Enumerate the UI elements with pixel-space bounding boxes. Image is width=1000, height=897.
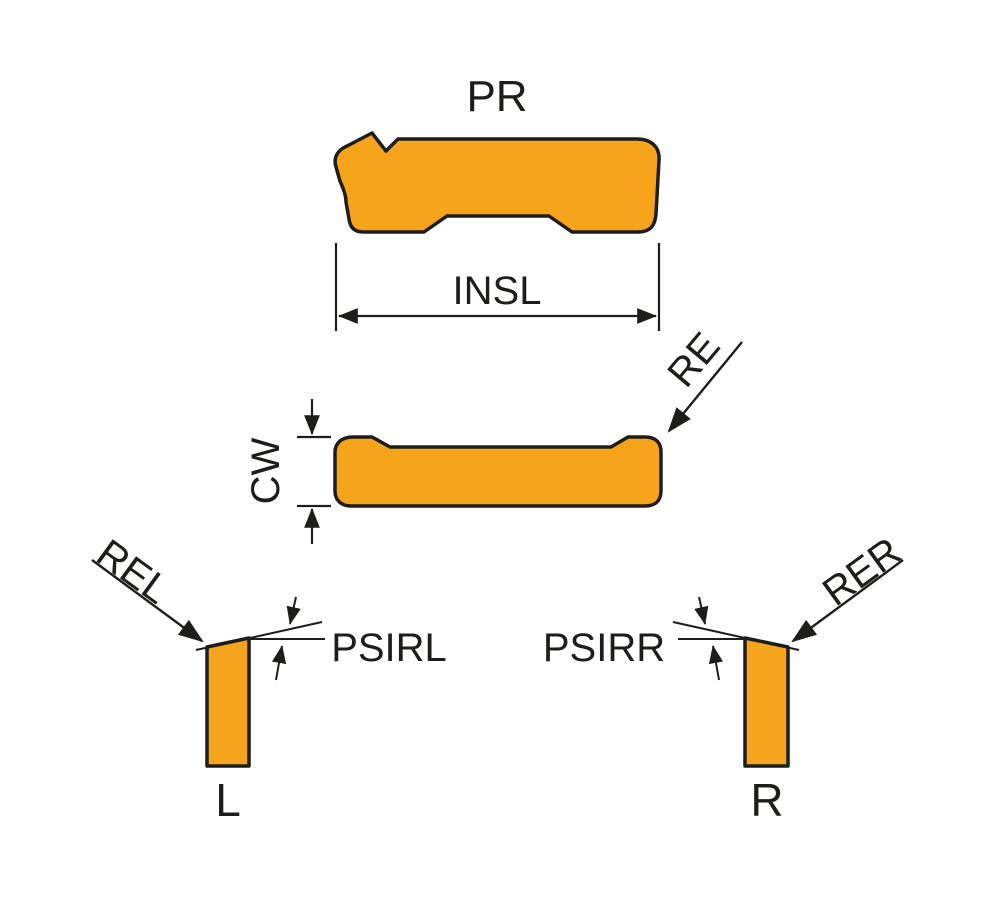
psirl-angle-arrow-bottom <box>271 645 287 681</box>
psirr-edge-extension-line <box>672 621 800 651</box>
insert-front-view-left <box>205 636 251 768</box>
insert-top-view <box>333 131 661 234</box>
label-re: RE <box>659 325 728 396</box>
label-rel: REL <box>89 531 178 612</box>
label-rer: RER <box>815 529 909 614</box>
psirl-angle-arrow-top <box>286 596 301 625</box>
front-view-left-group: L REL PSIRL <box>89 531 447 826</box>
label-left-hand: L <box>215 774 241 826</box>
top-view-group: PR INSL <box>333 72 661 331</box>
front-view-right-group: R RER PSIRR <box>543 529 909 826</box>
label-insl: INSL <box>453 269 542 313</box>
label-psirl: PSIRL <box>331 626 447 670</box>
label-psirr: PSIRR <box>543 626 665 670</box>
psirl-edge-extension-line <box>195 621 323 651</box>
re-leader-arrow <box>667 341 743 433</box>
side-view-group: CW RE <box>244 325 743 544</box>
insert-front-view-right <box>743 636 790 768</box>
psirr-angle-arrow-top <box>694 596 709 625</box>
insert-side-view <box>333 435 663 508</box>
label-pr: PR <box>466 72 527 121</box>
rer-leader-arrow <box>791 559 904 643</box>
rel-leader-arrow <box>91 559 204 643</box>
label-cw: CW <box>244 437 288 504</box>
psirr-angle-arrow-bottom <box>708 645 724 681</box>
label-right-hand: R <box>750 774 783 826</box>
